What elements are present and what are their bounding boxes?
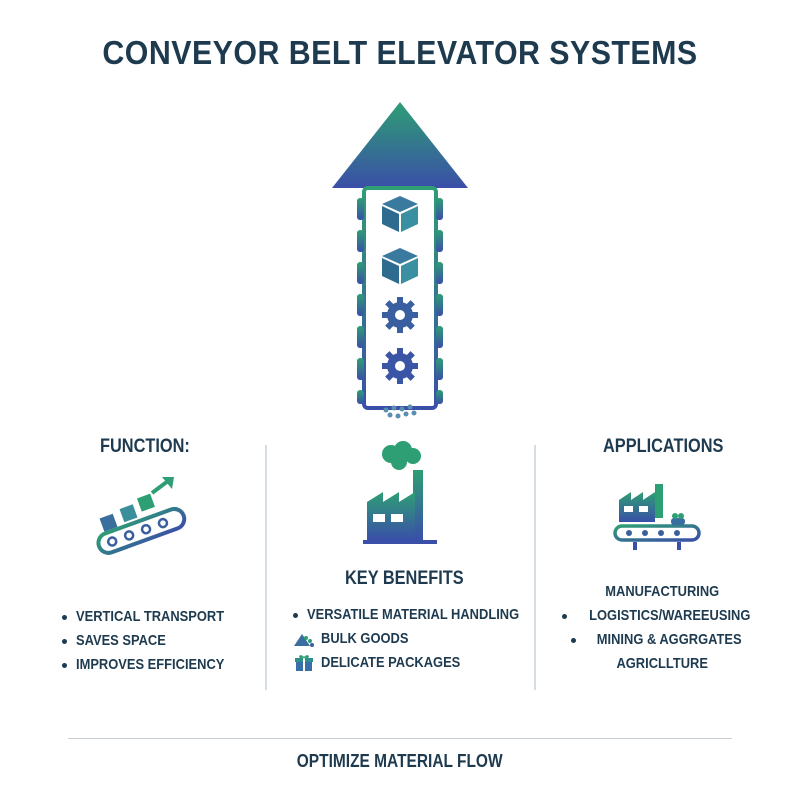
gear-icon xyxy=(382,348,418,384)
factory-conveyor-icon xyxy=(613,484,701,550)
benefits-list: VERSATILE MATERIAL HANDLING BULK GOODS D… xyxy=(293,603,554,675)
applications-list: MANUFACTURING LOGISTICS/WAREEUSING MININ… xyxy=(545,580,780,676)
applications-heading: APPLICATIONS xyxy=(603,436,724,457)
box-icon xyxy=(382,196,418,232)
column-divider xyxy=(265,445,267,690)
list-item: VERTICAL TRANSPORT xyxy=(62,605,249,629)
gift-package-icon xyxy=(295,655,313,672)
list-item: BULK GOODS xyxy=(293,627,554,651)
benefits-heading: KEY BENEFITS xyxy=(345,568,464,589)
list-item: DELICATE PACKAGES xyxy=(293,651,554,675)
footer-divider xyxy=(68,738,732,739)
function-heading: FUNCTION: xyxy=(100,436,190,457)
page-title: CONVEYOR BELT ELEVATOR SYSTEMS xyxy=(102,34,698,71)
factory-icon xyxy=(363,441,437,544)
list-item: LOGISTICS/WAREEUSING xyxy=(545,604,780,628)
list-item: MINING & AGGRGATES xyxy=(545,628,780,652)
footer-tagline: OPTIMIZE MATERIAL FLOW xyxy=(297,751,503,771)
gear-icon xyxy=(382,297,418,333)
list-item: VERSATILE MATERIAL HANDLING xyxy=(293,603,554,627)
bulk-goods-icon xyxy=(294,634,314,648)
column-divider xyxy=(534,445,536,690)
list-item: IMPROVES EFFICIENCY xyxy=(62,653,249,677)
conveyor-belt-icon xyxy=(96,477,187,555)
list-item: MANUFACTURING xyxy=(605,583,720,600)
box-icon xyxy=(382,248,418,284)
list-item: AGRICLLTURE xyxy=(616,655,709,672)
elevator-arrow-illustration xyxy=(332,102,468,419)
granules-icon xyxy=(383,404,417,419)
function-list: VERTICAL TRANSPORT SAVES SPACE IMPROVES … xyxy=(62,605,249,677)
list-item: SAVES SPACE xyxy=(62,629,249,653)
